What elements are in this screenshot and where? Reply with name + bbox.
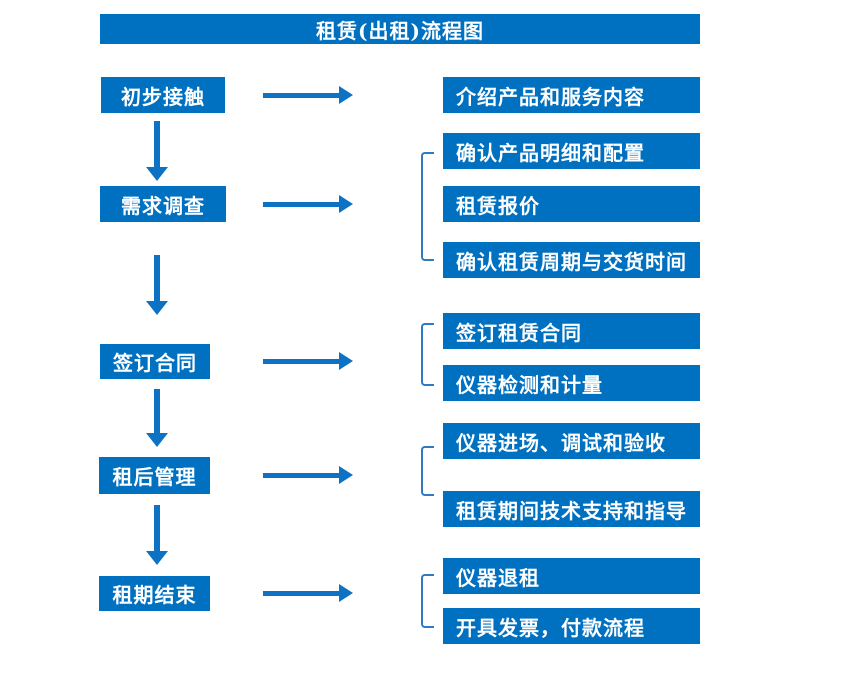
detail-label: 仪器检测和计量 [456,372,603,397]
detail-box-confirm-product-config: 确认产品明细和配置 [443,133,700,169]
stage-label: 需求调查 [121,193,205,218]
stage-label: 签订合同 [113,351,197,375]
arrow-right-icon [263,466,353,484]
detail-box-invoice-payment: 开具发票，付款流程 [443,608,700,644]
arrow-down-icon [146,505,168,565]
arrow-head [146,551,168,565]
detail-label: 仪器退租 [456,565,540,590]
arrow-shaft [154,121,160,167]
stage-label: 初步接触 [121,84,205,109]
bracket-icon [421,152,434,261]
stage-label: 租期结束 [112,583,197,607]
detail-label: 租赁报价 [456,193,540,218]
detail-box-sign-rental-contract: 签订租赁合同 [443,313,700,349]
stage-box-post-rental-management: 租后管理 [99,457,210,494]
arrow-head [339,466,353,484]
arrow-head [339,352,353,370]
arrow-shaft [263,472,339,478]
detail-label: 签订租赁合同 [456,320,582,345]
title-bar: 租赁(出租)流程图 [100,14,700,44]
stage-box-initial-contact: 初步接触 [101,77,225,113]
arrow-right-icon [263,195,353,213]
arrow-shaft [263,92,339,98]
arrow-head [146,167,168,181]
stage-box-rental-end: 租期结束 [99,576,210,611]
stage-label: 租后管理 [112,465,197,489]
arrow-down-icon [146,389,168,447]
detail-box-instrument-return: 仪器退租 [443,558,700,594]
detail-label: 租赁期间技术支持和指导 [456,498,687,523]
bracket-icon [421,446,434,496]
arrow-head [146,433,168,447]
arrow-shaft [263,358,339,364]
arrow-right-icon [263,352,353,370]
arrow-down-icon [146,121,168,181]
detail-label: 开具发票，付款流程 [456,615,645,640]
page-title: 租赁(出租)流程图 [316,18,484,43]
detail-label: 确认租赁周期与交货时间 [456,249,687,274]
arrow-shaft [154,255,160,301]
detail-box-confirm-rental-period: 确认租赁周期与交货时间 [443,242,700,278]
arrow-head [339,86,353,104]
detail-label: 仪器进场、调试和验收 [456,430,666,455]
detail-box-instrument-testing: 仪器检测和计量 [443,365,700,401]
arrow-head [146,301,168,315]
detail-box-instrument-setup-acceptance: 仪器进场、调试和验收 [443,423,700,459]
detail-label: 介绍产品和服务内容 [456,84,645,109]
arrow-right-icon [263,584,353,602]
arrow-right-icon [263,86,353,104]
arrow-shaft [263,590,339,596]
bracket-icon [421,574,434,628]
detail-box-technical-support: 租赁期间技术支持和指导 [443,491,700,527]
stage-box-sign-contract: 签订合同 [100,344,210,379]
detail-box-introduce-products: 介绍产品和服务内容 [443,77,700,113]
arrow-shaft [154,505,160,551]
arrow-shaft [154,389,160,433]
arrow-shaft [263,201,339,207]
arrow-head [339,584,353,602]
detail-label: 确认产品明细和配置 [456,140,645,165]
arrow-head [339,195,353,213]
detail-box-rental-quote: 租赁报价 [443,186,700,222]
bracket-icon [421,323,434,386]
stage-box-demand-survey: 需求调查 [100,186,226,222]
arrow-down-icon [146,255,168,315]
